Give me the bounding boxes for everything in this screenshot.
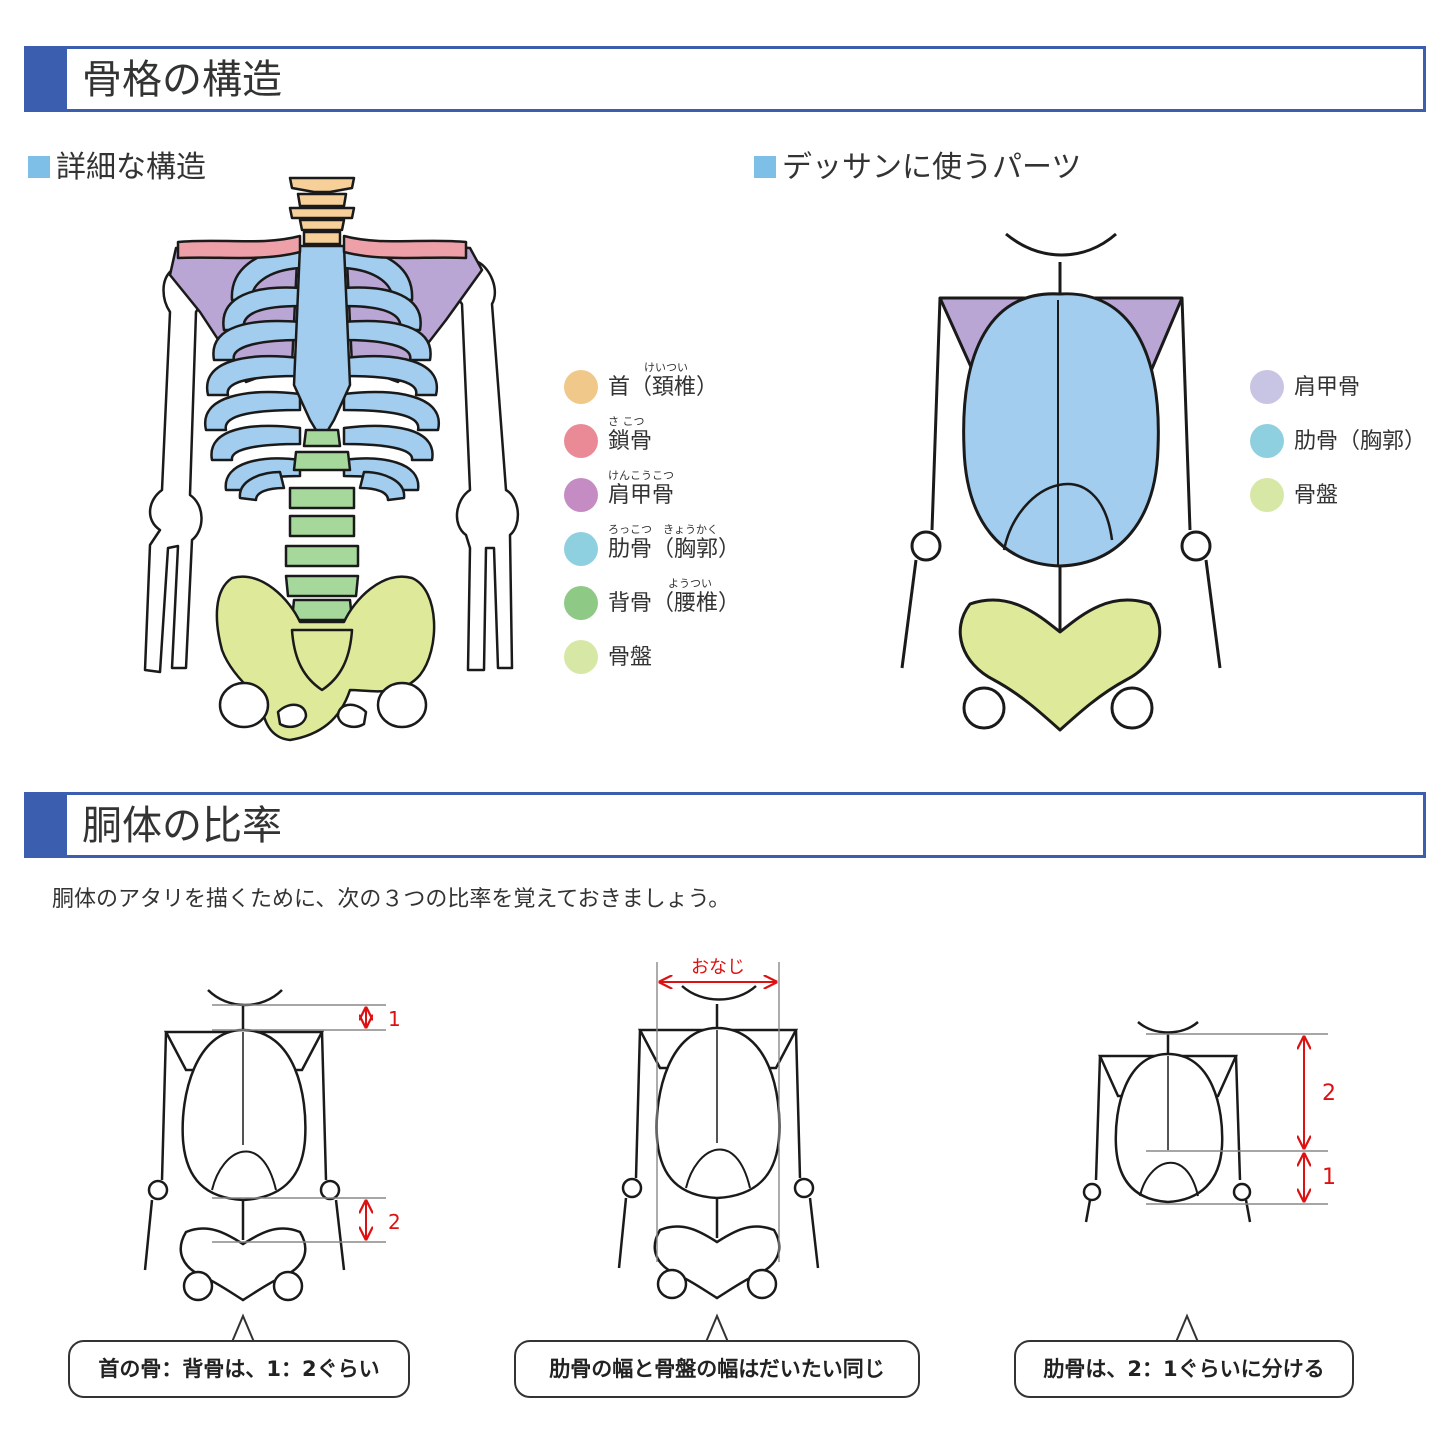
color-swatch [1250,478,1284,512]
ribcage-arch [1002,482,1114,551]
skeleton-illustration [143,176,519,742]
legend-label: 骨盤 [1294,483,1339,508]
square-bullet-icon [754,156,776,178]
hip-socket [218,681,270,729]
elbow-joint [1180,530,1212,562]
header-accent-bar [27,49,67,109]
color-swatch [564,586,598,620]
hip-joint [962,686,1006,730]
clavicle [342,234,468,260]
ratio-label-2: おなじ [691,957,745,978]
pubic-hole [276,703,308,728]
pubic-hole [336,703,368,728]
clavicle [176,234,302,260]
caption-ratio-3: 肋骨は、2：1ぐらいに分ける [1014,1340,1354,1398]
ratio-label-1-top: 1 [388,1007,401,1031]
color-swatch [564,370,598,404]
legend-label: ろっこつ きょうかく肋骨（胸郭） [608,523,741,562]
section-title: 胴体の比率 [82,803,282,849]
caption-ratio-1: 首の骨：背骨は、1：2ぐらい [68,1340,410,1398]
section-title: 骨格の構造 [82,57,282,103]
ratio-figure-3 [1082,1021,1252,1223]
legend-label: 肩甲骨 [1294,375,1361,400]
subheading-parts: デッサンに使うパーツ [754,150,1081,186]
intro-text: 胴体のアタリを描くために、次の３つの比率を覚えておきましょう。 [52,887,731,912]
caption-ratio-2: 肋骨の幅と骨盤の幅はだいたい同じ [514,1340,920,1398]
elbow-joint [910,530,942,562]
legend-label: けいつい首（頚椎） [608,361,719,400]
color-swatch [564,640,598,674]
ratio-label-1-bottom: 2 [388,1210,401,1234]
ratio-label-3-top: 2 [1322,1081,1336,1106]
ratio-figure-2 [617,985,820,1300]
legend-label: 骨盤 [608,645,653,670]
hip-socket [376,681,428,729]
caption-pointers [231,1313,1199,1343]
pelvis [958,598,1162,732]
subheading-text: デッサンに使うパーツ [782,150,1082,185]
legend-label: さ こつ鎖骨 [608,415,653,454]
color-swatch [564,532,598,566]
color-swatch [1250,370,1284,404]
legend-label: ようつい背骨（腰椎） [608,577,741,616]
legend-label: 肋骨（胸郭） [1294,429,1427,454]
ribcage [962,292,1160,568]
parts-illustration [900,232,1222,732]
forearm-line [900,559,918,669]
color-swatch [564,424,598,458]
legend-label: けんこうこつ肩甲骨 [608,469,675,508]
subheading-detail: 詳細な構造 [28,150,206,186]
subheading-text: 詳細な構造 [56,150,206,185]
color-swatch [564,478,598,512]
neck-vertebrae [288,176,356,246]
color-swatch [1250,424,1284,458]
square-bullet-icon [28,156,50,178]
ribcage [203,244,441,502]
forearm-line [1204,559,1222,669]
section-header-skeleton: 骨格の構造 [24,46,1426,112]
ratio-guides-1 [212,1004,386,1243]
ratio-label-3-bottom: 1 [1322,1165,1336,1190]
ratio-guides-2 [656,962,780,1262]
sacrum [290,628,354,692]
header-accent-bar [27,795,67,855]
ratio-guides-3 [1146,1033,1328,1205]
lumbar-spine [284,428,360,622]
section-header-proportions: 胴体の比率 [24,792,1426,858]
arm-line [1180,297,1192,531]
hip-joint [1110,686,1154,730]
arm-line [930,297,942,531]
neck-curve [1005,232,1117,257]
ratio-figure-1 [143,989,346,1302]
